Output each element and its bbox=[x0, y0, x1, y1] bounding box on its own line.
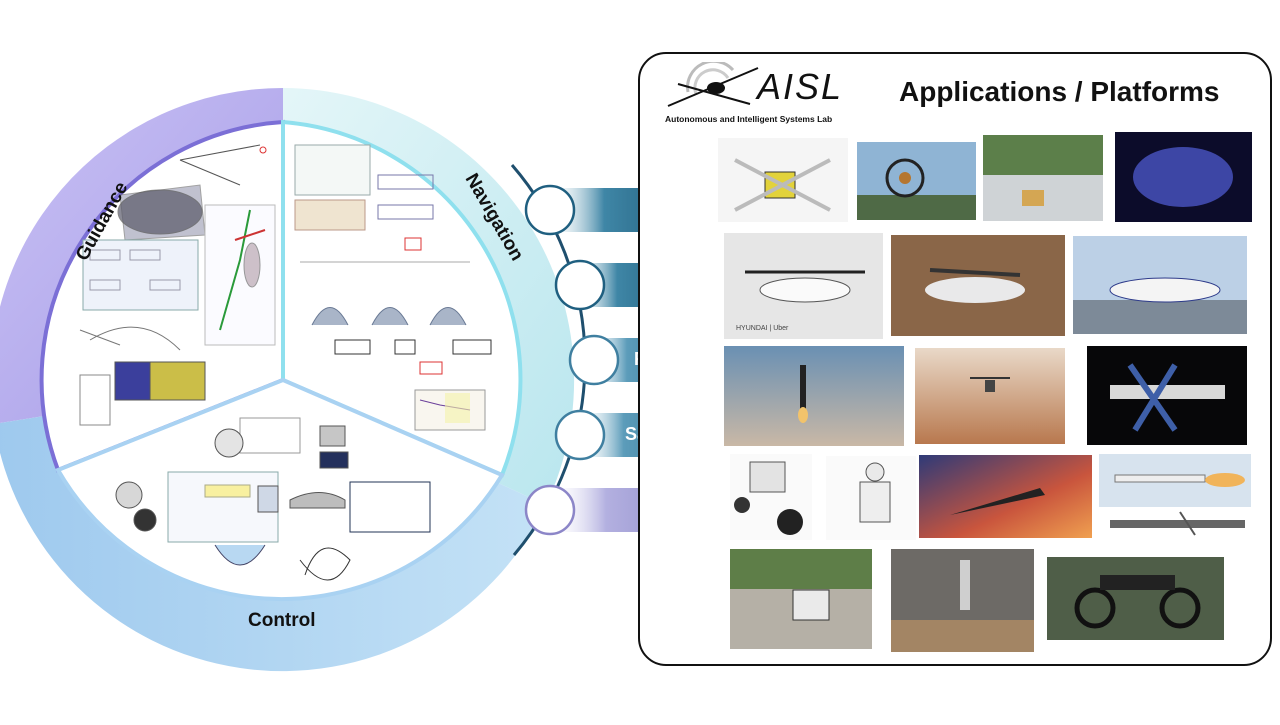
aisl-logo-icon bbox=[667, 62, 759, 107]
photo-plane-evtol bbox=[1073, 236, 1247, 334]
tab-circle-rockets[interactable] bbox=[568, 334, 620, 386]
photo-drone-hex bbox=[857, 142, 976, 220]
photo-rover bbox=[1047, 557, 1224, 640]
photo-robot-wheeled bbox=[730, 454, 812, 540]
tab-circle-planes[interactable] bbox=[554, 259, 606, 311]
control-inner-sector bbox=[55, 377, 505, 602]
photo-drone-ground bbox=[983, 135, 1103, 221]
panel-title: Applications / Platforms bbox=[899, 76, 1220, 107]
control-sketches bbox=[115, 417, 431, 581]
photo-mars-helicopter bbox=[915, 348, 1065, 444]
photo-plane-hyundai bbox=[724, 233, 883, 339]
hyundai-uber-caption: HYUNDAI | Uber bbox=[736, 325, 789, 332]
tab-circle-robots[interactable] bbox=[524, 484, 576, 536]
aisl-logo-subtitle: Autonomous and Intelligent Systems Lab bbox=[665, 114, 833, 124]
tab-circle-drones[interactable] bbox=[524, 184, 576, 236]
photo-hypersonic-vehicle bbox=[919, 455, 1092, 538]
aisl-logo-text: AISL bbox=[757, 66, 844, 107]
photo-robot-humanoid bbox=[826, 456, 916, 540]
control-ring-label: Control bbox=[248, 610, 316, 631]
photo-plane-vtol bbox=[891, 235, 1065, 336]
photo-missile bbox=[1099, 454, 1251, 536]
photo-robot-arm bbox=[891, 549, 1034, 652]
photo-drone-quad bbox=[718, 138, 848, 222]
photo-rocket-launch bbox=[724, 346, 904, 446]
control-ring-sector bbox=[0, 411, 546, 672]
photo-drone-swarm bbox=[1115, 132, 1252, 222]
tab-circle-satellites[interactable] bbox=[554, 409, 606, 461]
photo-delivery-robot bbox=[730, 549, 872, 649]
navigation-sketches bbox=[294, 144, 492, 431]
guidance-sketches bbox=[79, 144, 276, 426]
photo-space-station bbox=[1087, 346, 1247, 445]
